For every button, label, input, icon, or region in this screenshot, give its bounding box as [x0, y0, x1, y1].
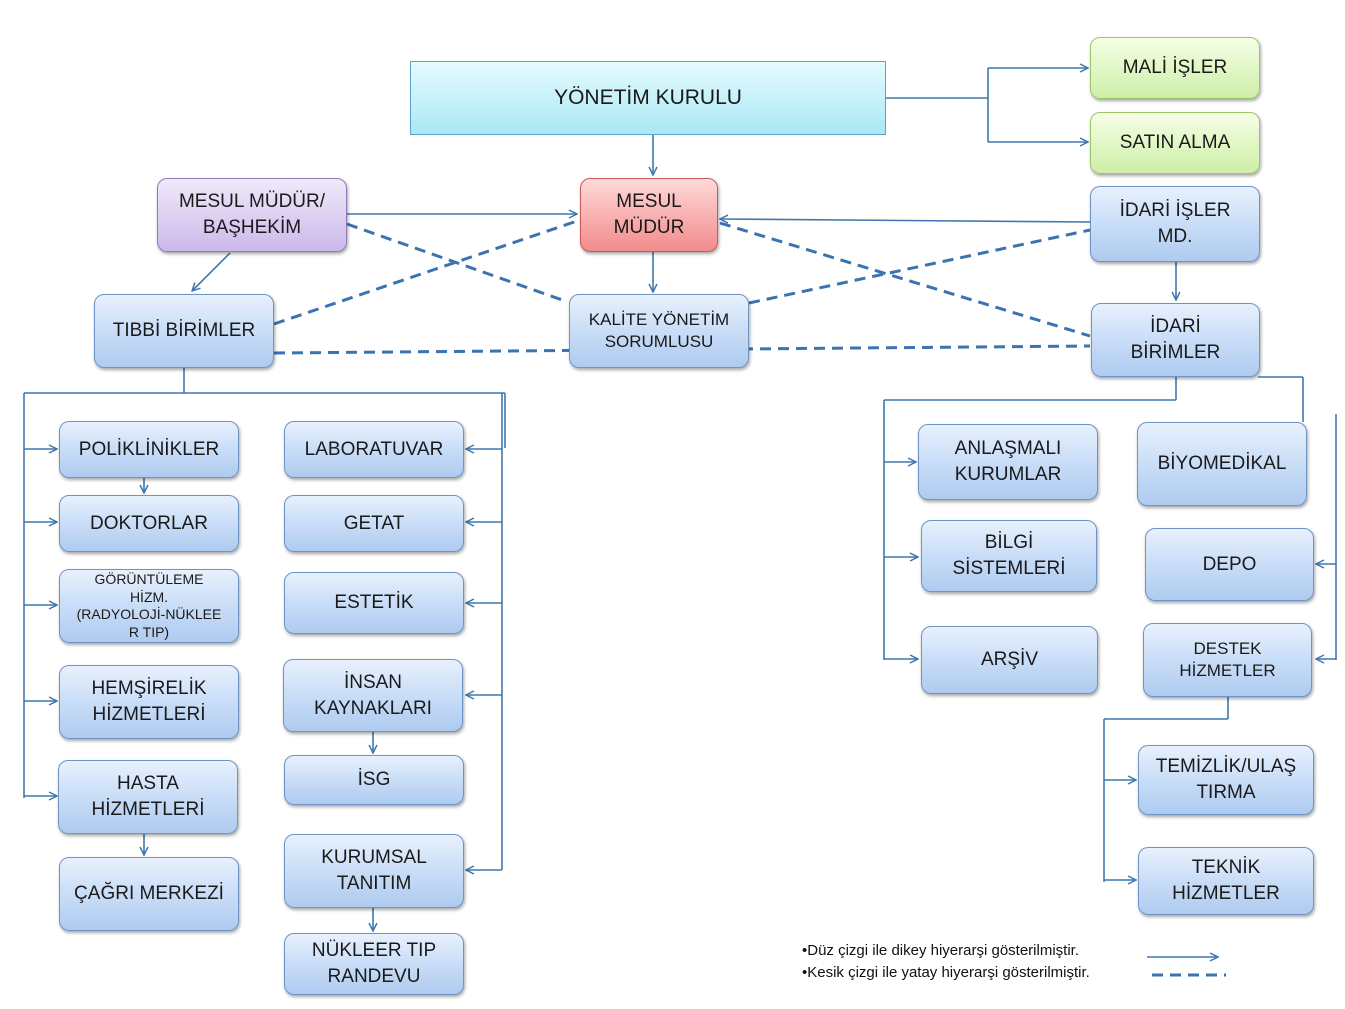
mesul-mudur-bashekim-box: MESUL MÜDÜR/ BAŞHEKİM	[157, 178, 347, 252]
goruntuleme-box: GÖRÜNTÜLEME HİZM. (RADYOLOJİ-NÜKLEE R TI…	[59, 569, 239, 643]
goruntuleme-line4: R TIP)	[128, 623, 170, 640]
nukleer-line2: RANDEVU	[327, 966, 421, 987]
getat-label: GETAT	[343, 512, 405, 534]
doktorlar-box: DOKTORLAR	[59, 495, 239, 552]
mali-isler-box: MALİ İŞLER	[1090, 37, 1260, 99]
laboratuvar-box: LABORATUVAR	[284, 421, 464, 478]
hemsirelik-line1: HEMŞİRELİK	[91, 678, 207, 700]
estetik-box: ESTETİK	[284, 572, 464, 634]
legend-dashed-text: •Kesik çizgi ile yatay hiyerarşi gösteri…	[802, 964, 1090, 981]
mesul-bashekim-line1: MESUL MÜDÜR/	[178, 191, 326, 213]
mesul-mudur-line2: MÜDÜR	[613, 217, 685, 238]
mesul-bashekim-line2: BAŞHEKİM	[202, 217, 302, 238]
insan-line2: KAYNAKLARI	[314, 697, 432, 719]
idari-isler-md-box: İDARİ İŞLER MD.	[1090, 186, 1260, 262]
hasta-hizmetleri-box: HASTA HİZMETLERİ	[58, 760, 238, 834]
temizlik-line2: TIRMA	[1196, 782, 1256, 803]
bilgi-line2: SİSTEMLERİ	[952, 558, 1066, 579]
isg-box: İSG	[284, 755, 464, 805]
mali-isler-label: MALİ İŞLER	[1122, 57, 1228, 79]
bilgi-line1: BİLGİ	[984, 532, 1034, 554]
nukleer-tip-randevu-box: NÜKLEER TIP RANDEVU	[284, 933, 464, 995]
goruntuleme-line2: HİZM.	[129, 588, 169, 605]
hasta-line1: HASTA	[117, 773, 179, 795]
anlasmali-line2: KURUMLAR	[954, 464, 1062, 485]
kurumsal-line2: TANITIM	[336, 873, 412, 894]
legend: •Düz çizgi ile dikey hiyerarşi gösterilm…	[802, 940, 1090, 984]
biyomedikal-box: BİYOMEDİKAL	[1137, 422, 1307, 506]
yonetim-kurulu-box: YÖNETİM KURULU	[410, 61, 886, 135]
insan-kaynaklari-box: İNSAN KAYNAKLARI	[283, 659, 463, 732]
satin-alma-label: SATIN ALMA	[1119, 132, 1231, 154]
satin-alma-box: SATIN ALMA	[1090, 112, 1260, 174]
estetik-label: ESTETİK	[334, 592, 414, 614]
idari-birimler-line2: BİRİMLER	[1130, 342, 1221, 363]
getat-box: GETAT	[284, 495, 464, 552]
tibbi-birimler-box: TIBBİ BİRİMLER	[94, 294, 274, 368]
nukleer-line1: NÜKLEER TIP	[311, 940, 437, 962]
kurumsal-line1: KURUMSAL	[321, 847, 427, 869]
kalite-line2: SORUMLUSU	[604, 332, 714, 351]
depo-box: DEPO	[1145, 528, 1314, 601]
legend-solid-text: •Düz çizgi ile dikey hiyerarşi gösterilm…	[802, 942, 1079, 959]
teknik-line1: TEKNİK	[1191, 857, 1261, 879]
idari-isler-md-line1: İDARİ İŞLER	[1119, 200, 1231, 222]
idari-birimler-line1: İDARİ	[1150, 316, 1201, 338]
bilgi-sistemleri-box: BİLGİ SİSTEMLERİ	[921, 520, 1097, 592]
depo-label: DEPO	[1202, 553, 1257, 575]
cagri-merkezi-box: ÇAĞRI MERKEZİ	[59, 857, 239, 931]
hemsirelik-box: HEMŞİRELİK HİZMETLERİ	[59, 665, 239, 739]
biyomedikal-label: BİYOMEDİKAL	[1157, 453, 1287, 475]
goruntuleme-line1: GÖRÜNTÜLEME	[94, 571, 204, 587]
destek-hizmetler-box: DESTEK HİZMETLER	[1143, 623, 1312, 697]
yonetim-kurulu-label: YÖNETİM KURULU	[554, 85, 742, 109]
hemsirelik-line2: HİZMETLERİ	[92, 704, 206, 725]
insan-line1: İNSAN	[343, 671, 403, 693]
temizlik-line1: TEMİZLİK/ULAŞ	[1155, 756, 1297, 778]
goruntuleme-line3: (RADYOLOJİ-NÜKLEE	[76, 606, 222, 622]
destek-line2: HİZMETLER	[1179, 661, 1276, 680]
teknik-hizmetler-box: TEKNİK HİZMETLER	[1138, 847, 1314, 915]
poliklinikler-label: POLİKLİNİKLER	[78, 438, 220, 460]
poliklinikler-box: POLİKLİNİKLER	[59, 421, 239, 478]
anlasmali-line1: ANLAŞMALI	[954, 438, 1062, 460]
mesul-mudur-line1: MESUL	[616, 191, 682, 213]
tibbi-birimler-label: TIBBİ BİRİMLER	[112, 320, 256, 342]
mesul-mudur-box: MESUL MÜDÜR	[580, 178, 718, 252]
arsiv-box: ARŞİV	[921, 626, 1098, 694]
anlasmali-kurumlar-box: ANLAŞMALI KURUMLAR	[918, 424, 1098, 500]
isg-label: İSG	[357, 769, 391, 791]
hasta-line2: HİZMETLERİ	[91, 799, 205, 820]
kurumsal-tanitim-box: KURUMSAL TANITIM	[284, 834, 464, 908]
laboratuvar-label: LABORATUVAR	[304, 438, 444, 460]
arsiv-label: ARŞİV	[980, 649, 1039, 671]
kalite-line1: KALİTE YÖNETİM	[588, 309, 730, 329]
cagri-merkezi-label: ÇAĞRI MERKEZİ	[74, 883, 224, 905]
destek-line1: DESTEK	[1193, 638, 1262, 658]
kalite-yonetim-box: KALİTE YÖNETİM SORUMLUSU	[569, 294, 749, 368]
idari-birimler-box: İDARİ BİRİMLER	[1091, 303, 1260, 377]
doktorlar-label: DOKTORLAR	[90, 512, 208, 534]
idari-isler-md-line2: MD.	[1157, 226, 1193, 247]
temizlik-ulastirma-box: TEMİZLİK/ULAŞ TIRMA	[1138, 745, 1314, 815]
teknik-line2: HİZMETLER	[1172, 883, 1280, 904]
